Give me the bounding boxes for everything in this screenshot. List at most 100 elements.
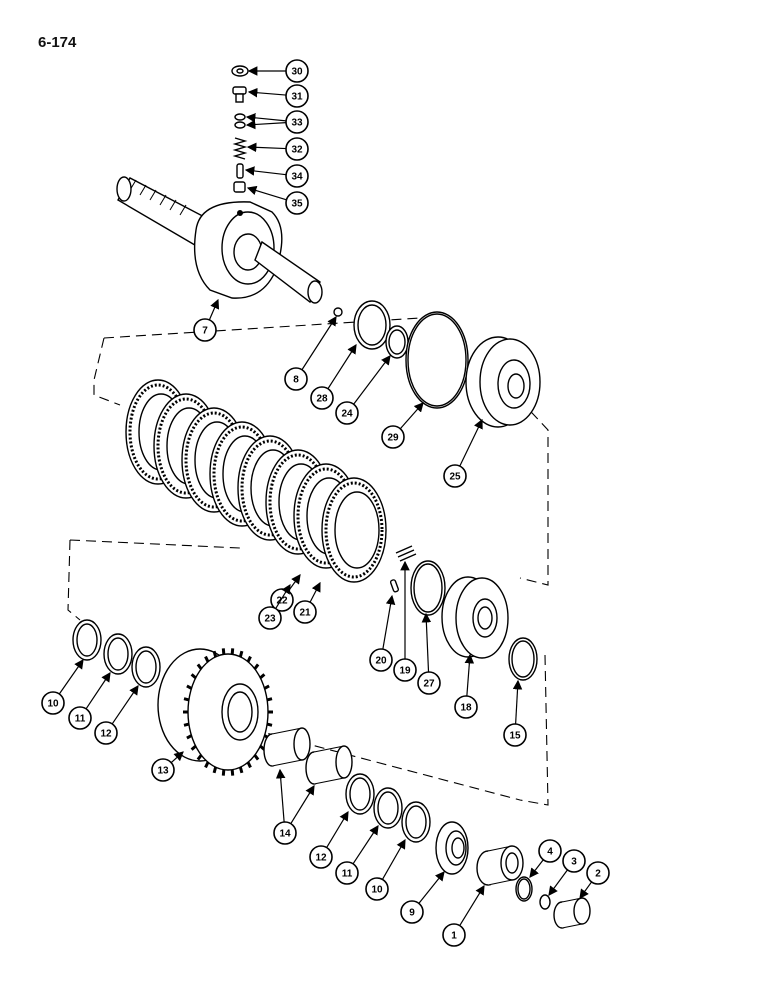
leader-line (85, 672, 111, 710)
part-8-ball (333, 307, 343, 317)
gear-tooth (246, 761, 252, 769)
gear-tooth (259, 673, 266, 680)
callout-32: 32 (246, 137, 309, 161)
part-12-washer-right (345, 773, 375, 815)
callout-circle (41, 691, 65, 715)
callout-label: 7 (202, 326, 208, 337)
part-27-ring (410, 560, 446, 616)
callout-24: 24 (335, 355, 391, 425)
gear-tooth (190, 744, 197, 751)
leader-line (245, 119, 287, 130)
callout-circle (273, 821, 297, 845)
part-14-needle-bearing-a (263, 727, 311, 767)
gear-tooth (204, 761, 210, 769)
part-11-washer-left (103, 633, 133, 675)
part-35-sleeve (233, 181, 246, 193)
part-12-washer-left (131, 646, 161, 688)
assembly-outline-lower (67, 539, 549, 806)
callout-27: 27 (417, 612, 441, 695)
callout-12: 12 (309, 810, 349, 869)
callout-label: 15 (509, 731, 521, 742)
callout-label: 29 (387, 433, 399, 444)
callout-label: 11 (342, 869, 353, 880)
part-25-piston (465, 336, 541, 428)
plate-teeth (324, 481, 384, 579)
leader-line (381, 838, 406, 880)
callout-circle (442, 923, 466, 947)
gear-tooth (221, 769, 226, 776)
callout-label: 3 (571, 857, 577, 868)
callout-label: 12 (100, 729, 112, 740)
callout-28: 28 (310, 343, 357, 410)
gear-tooth (186, 684, 193, 690)
callout-19: 19 (393, 560, 417, 682)
part-19-spring (395, 545, 417, 562)
leader-line (290, 784, 315, 824)
callout-label: 2 (595, 869, 601, 880)
callout-18: 18 (454, 653, 478, 719)
callout-4: 4 (529, 839, 562, 878)
callout-35: 35 (246, 185, 309, 215)
gear-tooth (196, 663, 203, 670)
callout-20: 20 (369, 594, 396, 672)
part-33-seals (234, 113, 246, 129)
leader-line (208, 298, 220, 321)
callout-circle (285, 84, 309, 108)
callout-circle (335, 861, 359, 885)
part-28-ring (353, 300, 391, 350)
gear-tooth (238, 766, 244, 774)
callout-11: 11 (68, 672, 111, 730)
callout-10: 10 (41, 659, 84, 715)
callout-circle (285, 110, 309, 134)
callout-circle (193, 318, 217, 342)
callout-label: 10 (47, 699, 59, 710)
leader-line (246, 185, 287, 201)
callout-circle (365, 877, 389, 901)
gear-tooth (246, 655, 252, 663)
leader-line (247, 87, 287, 98)
callout-11: 11 (335, 824, 379, 885)
part-31-plug (232, 86, 247, 103)
callout-label: 27 (423, 679, 435, 690)
gear-tooth (263, 684, 270, 690)
callout-circle (258, 606, 282, 630)
leader-line (170, 751, 184, 764)
page-number: 6-174 (38, 34, 77, 51)
part-11-washer-right (373, 787, 403, 829)
leader-line (301, 315, 337, 371)
callout-circle (309, 845, 333, 869)
part-18-hub (441, 576, 509, 659)
part-7-shaft-housing (116, 176, 323, 304)
gear-tooth (238, 650, 244, 658)
gear-tooth (221, 648, 226, 655)
callout-label: 4 (547, 847, 553, 858)
leader-line (275, 768, 286, 823)
part-14-needle-bearing-b (305, 745, 353, 785)
callout-label: 34 (291, 172, 303, 183)
gear-tooth (253, 663, 260, 670)
callout-circle (284, 367, 308, 391)
callout-15: 15 (503, 679, 527, 747)
callout-label: 11 (75, 714, 86, 725)
callout-label: 32 (291, 145, 303, 156)
callout-9: 9 (400, 871, 445, 924)
leader-line (275, 583, 291, 609)
leader-line (353, 355, 391, 405)
gear-tooth (183, 697, 190, 702)
part-2-splined-coupler (553, 897, 591, 929)
callout-label: 8 (293, 375, 299, 386)
callout-label: 33 (291, 118, 303, 129)
part-9-bearing (435, 821, 469, 875)
callout-circle (68, 706, 92, 730)
part-10-washer-right (401, 801, 431, 843)
callout-circle (369, 648, 393, 672)
part-10-washer-left (72, 619, 102, 661)
gear-tooth (230, 769, 235, 776)
gear-tooth (266, 722, 273, 727)
leader-line (464, 653, 475, 697)
gear-tooth (230, 648, 235, 655)
callout-label: 23 (264, 614, 276, 625)
leader-line (287, 574, 301, 592)
callout-21: 21 (293, 581, 321, 624)
